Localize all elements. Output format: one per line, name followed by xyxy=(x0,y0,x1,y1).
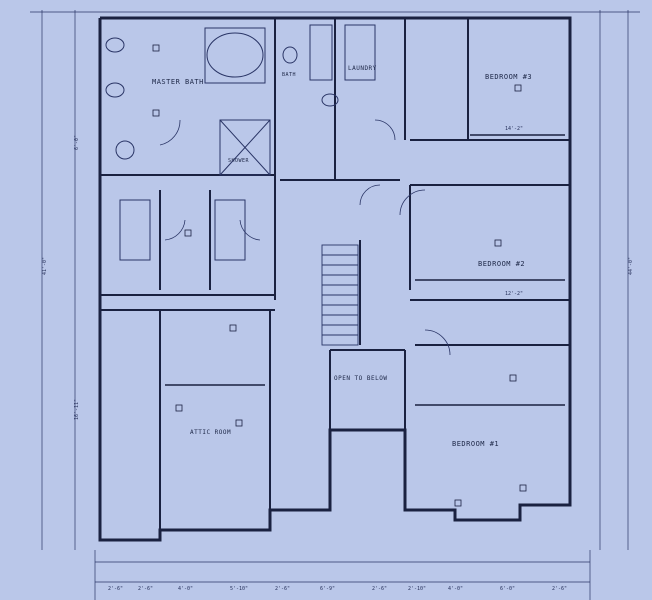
dimension-bottom-9: 4'-0" xyxy=(448,586,463,592)
dimension-bottom-1: 2'-6" xyxy=(108,586,123,592)
room-label-attic-room: ATTIC ROOM xyxy=(190,429,231,436)
dimension-bottom-2: 2'-6" xyxy=(138,586,153,592)
room-label-master-bath: MASTER BATH xyxy=(152,78,204,86)
dimension-bottom-6: 6'-9" xyxy=(320,586,335,592)
dimension-14-2: 14'-2" xyxy=(505,126,523,132)
ceiling-beams xyxy=(165,134,565,406)
room-label-laundry: LAUNDRY xyxy=(348,65,377,72)
room-label-open-to-below: OPEN TO BELOW xyxy=(334,375,387,382)
room-label-bedroom-2: BEDROOM #2 xyxy=(478,260,525,268)
room-label-bath: BATH xyxy=(282,72,296,78)
staircase xyxy=(321,244,359,346)
dimension-16-11: 16'-11" xyxy=(74,399,80,420)
dimension-bottom-7: 2'-6" xyxy=(372,586,387,592)
dimension-bottom-4: 5'-10" xyxy=(230,586,248,592)
dimension-bottom-5: 2'-6" xyxy=(275,586,290,592)
room-label-bedroom-1: BEDROOM #1 xyxy=(452,440,499,448)
room-label-shower: SHOWER xyxy=(228,158,250,164)
dimension-12-2: 12'-2" xyxy=(505,291,523,297)
bath-fixtures xyxy=(105,24,376,261)
dimension-left-total: 41'-0" xyxy=(42,257,48,275)
door-swings xyxy=(159,119,451,356)
light-fixtures xyxy=(152,44,527,507)
dimension-right-total: 44'-0" xyxy=(628,257,634,275)
dimension-bottom-11: 2'-6" xyxy=(552,586,567,592)
dimension-bottom-8: 2'-10" xyxy=(408,586,426,592)
room-label-bedroom-3: BEDROOM #3 xyxy=(485,73,532,81)
dimension-bottom-3: 4'-0" xyxy=(178,586,193,592)
dimension-bottom-10: 6'-0" xyxy=(500,586,515,592)
dimension-lines xyxy=(30,10,640,600)
dimension-6-0: 6'-0" xyxy=(74,135,80,150)
